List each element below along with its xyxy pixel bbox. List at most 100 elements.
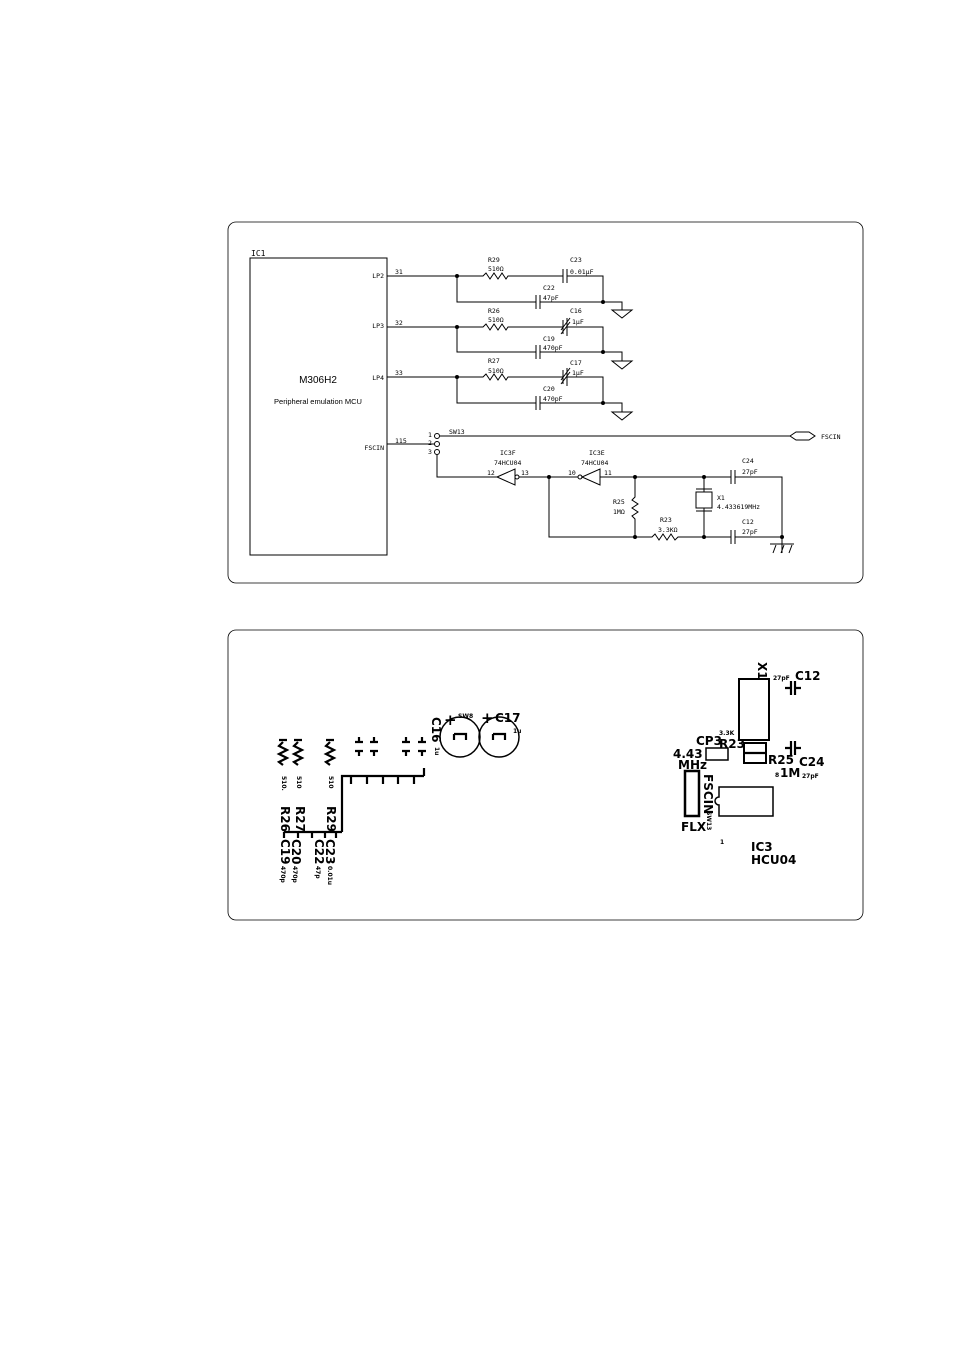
pcb-flx: FLX: [681, 820, 707, 834]
pcb-x1: X1: [755, 662, 769, 680]
pcb-c24: C24: [799, 755, 825, 769]
pcb-c16-plus: +: [444, 711, 457, 729]
pin-num-115: 115: [395, 437, 407, 445]
pin-num-32: 32: [395, 319, 403, 327]
pcb-cp3: CP3: [696, 734, 722, 748]
pin-lp3: LP3: [372, 322, 384, 330]
pin-num-33: 33: [395, 369, 403, 377]
pcb-r25: R25: [768, 753, 794, 767]
c17-label: C17: [570, 359, 582, 367]
pcb-c22-value: 47p: [314, 866, 321, 879]
pcb-c16-value: 1u: [433, 747, 440, 755]
r26-label: R26: [488, 307, 500, 315]
pcb-c20: C20: [289, 839, 303, 865]
pcb-frame: [227, 629, 864, 921]
lp-filter-labels: R29 510Ω C23 0.01μF C22 47pF R26 510Ω C1…: [488, 256, 594, 403]
r29-value: 510Ω: [488, 265, 504, 273]
pcb-c17: C17: [495, 711, 521, 725]
pcb-r27-value: 510: [295, 776, 302, 789]
pcb-c12-value: 27pF: [773, 675, 790, 682]
c12-value: 27pF: [742, 528, 758, 536]
pcb-r26-value: 510.: [280, 776, 287, 791]
pcb-c23-value: 0.01u: [326, 866, 333, 885]
c16-label: C16: [570, 307, 582, 315]
pcb-c16: C16: [429, 717, 443, 743]
schematic-frame: [227, 221, 864, 584]
pcb-c22: C22: [312, 839, 326, 865]
ic3f-pin-out: 13: [521, 469, 529, 477]
pcb-hcu04: HCU04: [751, 853, 796, 867]
c22-label: C22: [543, 284, 555, 292]
sw13-label: SW13: [449, 428, 465, 436]
pcb-freq-2: MHz: [678, 758, 707, 772]
pcb-r27: R27: [293, 806, 307, 832]
x1-label: X1: [717, 494, 725, 502]
mcu-description: Peripheral emulation MCU: [274, 397, 362, 406]
fscin-port-label: FSCIN: [821, 433, 841, 441]
r27-value: 510Ω: [488, 367, 504, 375]
pcb-c12: C12: [795, 669, 821, 683]
pcb-r25-value: 1M: [780, 766, 800, 780]
c16-value: 1μF: [572, 318, 584, 326]
r25-label: R25: [613, 498, 625, 506]
x1-value: 4.433619MHz: [717, 503, 760, 511]
pcb-r25-prefix: 8: [775, 772, 779, 779]
pcb-r26: R26: [278, 806, 292, 832]
r23-value: 3.3KΩ: [658, 526, 678, 534]
pcb-r23-value: 3.3K: [719, 730, 735, 737]
ic3f-part: 74HCU04: [494, 459, 521, 467]
c24-label: C24: [742, 457, 754, 465]
sw-pin-1: 1: [428, 431, 432, 439]
ic3e-part: 74HCU04: [581, 459, 608, 467]
pcb-right-silkscreen: X1 27pF C12 CP3 3.3K R23 4.43 MHz R25 8 …: [673, 662, 825, 867]
pcb-c17-value: 1u: [513, 728, 521, 735]
c23-value: 0.01μF: [570, 268, 594, 276]
pin-labels: LP2 LP3 LP4 FSCIN 31 32 33 115: [364, 268, 406, 452]
ic3e-label: IC3E: [589, 449, 605, 457]
pcb-r23: R23: [719, 737, 745, 751]
pcb-left-silkscreen: R26 R27 R29 510. 510 510 C19 C20 C22 C23…: [276, 709, 521, 885]
pcb-sw8: SW8: [458, 713, 473, 720]
pcb-freq-1: 4.43: [673, 747, 703, 761]
r27-label: R27: [488, 357, 500, 365]
ic3f-label: IC3F: [500, 449, 516, 457]
r29-label: R29: [488, 256, 500, 264]
oscillator-wires: [387, 431, 816, 554]
sw-pin-2: 2: [428, 439, 432, 447]
r25-value: 1MΩ: [613, 508, 625, 516]
pin-lp4: LP4: [372, 374, 384, 382]
pcb-pin1: 1: [720, 839, 724, 846]
pcb-c24-value: 27pF: [802, 773, 819, 780]
pcb-c23: C23: [323, 839, 337, 865]
ic3e-pin-in: 10: [568, 469, 576, 477]
c19-label: C19: [543, 335, 555, 343]
pin-lp2: LP2: [372, 272, 384, 280]
c12-label: C12: [742, 518, 754, 526]
ic1-chip: [249, 257, 388, 556]
pcb-r29-value: 510: [327, 776, 334, 789]
c20-value: 470pF: [543, 395, 563, 403]
pcb-c19-value: 470p: [279, 866, 286, 884]
pcb-c20-value: 470p: [291, 866, 298, 884]
ic1-label: IC1: [251, 249, 266, 258]
pcb-c17-plus: +: [481, 709, 494, 727]
pin-fscin: FSCIN: [364, 444, 384, 452]
ic3e-pin-out: 11: [604, 469, 612, 477]
pcb-sw13: SW13: [705, 811, 712, 830]
pcb-r29: R29: [324, 806, 338, 832]
pcb-ic3: IC3: [751, 840, 773, 854]
pcb-c19: C19: [278, 839, 292, 865]
mcu-name: M306H2: [299, 375, 337, 386]
pin-num-31: 31: [395, 268, 403, 276]
c20-label: C20: [543, 385, 555, 393]
pcb-fscin: FSCIN: [701, 774, 715, 814]
c22-value: 47pF: [543, 294, 559, 302]
oscillator-labels: 1 2 3 SW13 FSCIN IC3F 74HCU04 12 13 IC3E…: [428, 428, 841, 536]
c24-value: 27pF: [742, 468, 758, 476]
ic3f-pin-in: 12: [487, 469, 495, 477]
c19-value: 470pF: [543, 344, 563, 352]
sw-pin-3: 3: [428, 448, 432, 456]
c23-label: C23: [570, 256, 582, 264]
r26-value: 510Ω: [488, 316, 504, 324]
